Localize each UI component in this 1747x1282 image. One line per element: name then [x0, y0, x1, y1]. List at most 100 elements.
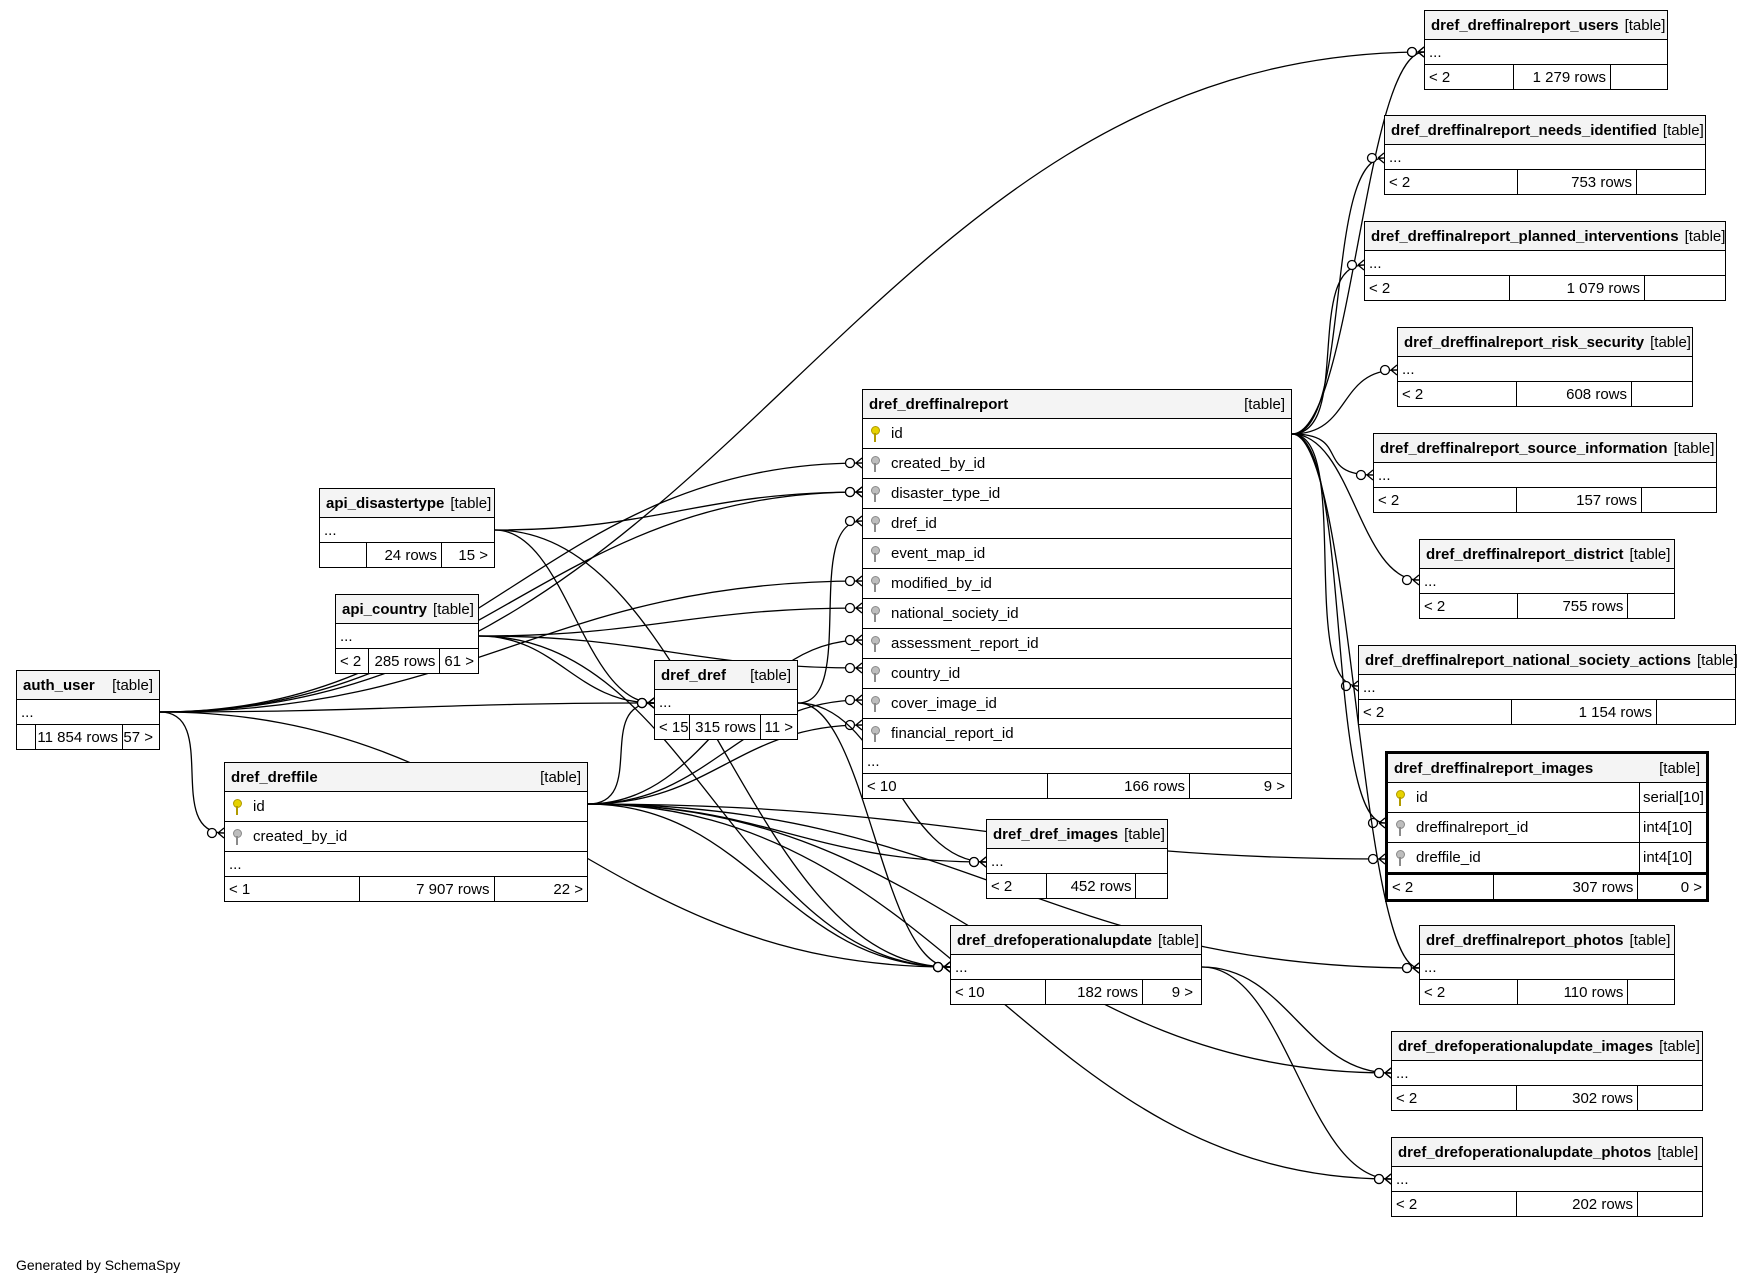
column-row[interactable]: created_by_id: [225, 822, 587, 852]
children-count[interactable]: [1136, 874, 1167, 898]
table-dref-dreffile[interactable]: dref_dreffile[table] id created_by_id ..…: [224, 762, 588, 902]
column-row[interactable]: national_society_id: [863, 599, 1291, 629]
children-count[interactable]: 57 >: [123, 728, 153, 746]
children-count[interactable]: 0 >: [1680, 878, 1702, 896]
children-count[interactable]: [1628, 980, 1674, 1004]
relationship-line: [587, 702, 655, 805]
crows-foot-marker: [1390, 364, 1398, 376]
parents-count[interactable]: < 2: [1392, 1192, 1517, 1216]
parents-count[interactable]: < 10: [863, 774, 1048, 798]
relationship-line: [1291, 433, 1420, 969]
more-columns: ...: [1420, 569, 1674, 594]
relationship-line: [494, 529, 951, 968]
children-count[interactable]: 61 >: [444, 652, 474, 670]
children-count[interactable]: 9 >: [1263, 777, 1285, 795]
relationship-line: [159, 580, 863, 713]
children-count[interactable]: 22 >: [553, 880, 583, 898]
parents-count[interactable]: [17, 725, 36, 749]
table-dref-dreffinalreport[interactable]: dref_dreffinalreport[table] id created_b…: [862, 389, 1292, 799]
children-count[interactable]: [1645, 276, 1713, 300]
children-count[interactable]: [1657, 700, 1731, 724]
children-count[interactable]: [1632, 382, 1692, 406]
parents-count[interactable]: < 2: [336, 649, 369, 673]
relationship-line: [1291, 433, 1386, 824]
more-columns: ...: [1392, 1167, 1702, 1192]
parents-count[interactable]: < 1: [225, 877, 361, 901]
table-dref-drefoperationalupdate-images[interactable]: dref_drefoperationalupdate_images[table]…: [1391, 1031, 1703, 1111]
table-dref-dreffinalreport-users[interactable]: dref_dreffinalreport_users[table] ... < …: [1424, 10, 1668, 90]
column-row[interactable]: event_map_id: [863, 539, 1291, 569]
parents-count[interactable]: < 2: [1398, 382, 1517, 406]
relationship-line: [1291, 433, 1420, 581]
children-count[interactable]: 11 >: [764, 718, 794, 736]
parents-count[interactable]: < 2: [1420, 980, 1519, 1004]
table-dref-dreffinalreport-risk-security[interactable]: dref_dreffinalreport_risk_security[table…: [1397, 327, 1693, 407]
primary-key-icon: [231, 798, 243, 816]
children-count[interactable]: [1637, 170, 1701, 194]
more-columns: ...: [1420, 955, 1674, 980]
children-count[interactable]: [1628, 594, 1674, 618]
children-count[interactable]: [1642, 488, 1710, 512]
column-row[interactable]: modified_by_id: [863, 569, 1291, 599]
parents-count[interactable]: < 2: [1385, 170, 1518, 194]
parents-count[interactable]: < 10: [951, 980, 1046, 1004]
primary-key-icon: [1394, 789, 1406, 807]
children-count[interactable]: [1638, 1192, 1702, 1216]
parents-count[interactable]: < 2: [1365, 276, 1510, 300]
table-dref-dreffinalreport-district[interactable]: dref_dreffinalreport_district[table] ...…: [1419, 539, 1675, 619]
column-row[interactable]: disaster_type_id: [863, 479, 1291, 509]
column-row[interactable]: dref_id: [863, 509, 1291, 539]
column-row[interactable]: country_id: [863, 659, 1291, 689]
parents-count[interactable]: < 2: [1359, 700, 1512, 724]
column-row[interactable]: id: [225, 792, 587, 822]
more-columns: ...: [863, 749, 1291, 774]
table-name: dref_drefoperationalupdate: [957, 931, 1153, 949]
more-columns: ...: [1425, 40, 1667, 65]
crows-foot-marker: [855, 719, 863, 731]
table-dref-dreffinalreport-source-information[interactable]: dref_dreffinalreport_source_information[…: [1373, 433, 1717, 513]
table-dref-dreffinalreport-photos[interactable]: dref_dreffinalreport_photos[table] ... <…: [1419, 925, 1675, 1005]
table-type: [table]: [1659, 1037, 1700, 1055]
relationship-line: [1291, 369, 1398, 435]
column-name: assessment_report_id: [891, 635, 1039, 652]
column-row[interactable]: created_by_id: [863, 449, 1291, 479]
more-columns: ...: [1365, 251, 1725, 276]
crows-foot-marker: [943, 961, 951, 973]
parents-count[interactable]: < 15: [655, 715, 690, 739]
table-dref-dreffinalreport-national-society-actions[interactable]: dref_dreffinalreport_national_society_ac…: [1358, 645, 1738, 725]
crows-foot-marker: [855, 662, 863, 674]
table-dref-drefoperationalupdate-photos[interactable]: dref_drefoperationalupdate_photos[table]…: [1391, 1137, 1703, 1217]
children-count[interactable]: 9 >: [1171, 983, 1193, 1001]
parents-count[interactable]: < 2: [987, 874, 1047, 898]
parents-count[interactable]: < 2: [1425, 65, 1514, 89]
column-row[interactable]: financial_report_id: [863, 719, 1291, 749]
parents-count[interactable]: < 2: [1420, 594, 1519, 618]
table-dref-dreffinalreport-planned-interventions[interactable]: dref_dreffinalreport_planned_interventio…: [1364, 221, 1726, 301]
column-row[interactable]: assessment_report_id: [863, 629, 1291, 659]
children-count[interactable]: [1638, 1086, 1702, 1110]
column-type: int4[10]: [1639, 813, 1706, 842]
children-count[interactable]: [1611, 65, 1655, 89]
parents-count[interactable]: < 2: [1388, 875, 1495, 899]
relationship-line: [797, 520, 863, 704]
children-count[interactable]: 15 >: [458, 546, 488, 564]
parents-count[interactable]: [320, 543, 367, 567]
table-name: dref_dreffinalreport_images: [1394, 759, 1594, 777]
parents-count[interactable]: < 2: [1374, 488, 1517, 512]
parents-count[interactable]: < 2: [1392, 1086, 1517, 1110]
column-name: dref_id: [891, 515, 937, 532]
column-row[interactable]: id: [863, 419, 1291, 449]
table-dref-drefoperationalupdate[interactable]: dref_drefoperationalupdate[table] ... < …: [950, 925, 1202, 1005]
table-dref-dreffinalreport-needs-identified[interactable]: dref_dreffinalreport_needs_identified[ta…: [1384, 115, 1706, 195]
foreign-key-icon: [869, 635, 881, 653]
column-row[interactable]: cover_image_id: [863, 689, 1291, 719]
